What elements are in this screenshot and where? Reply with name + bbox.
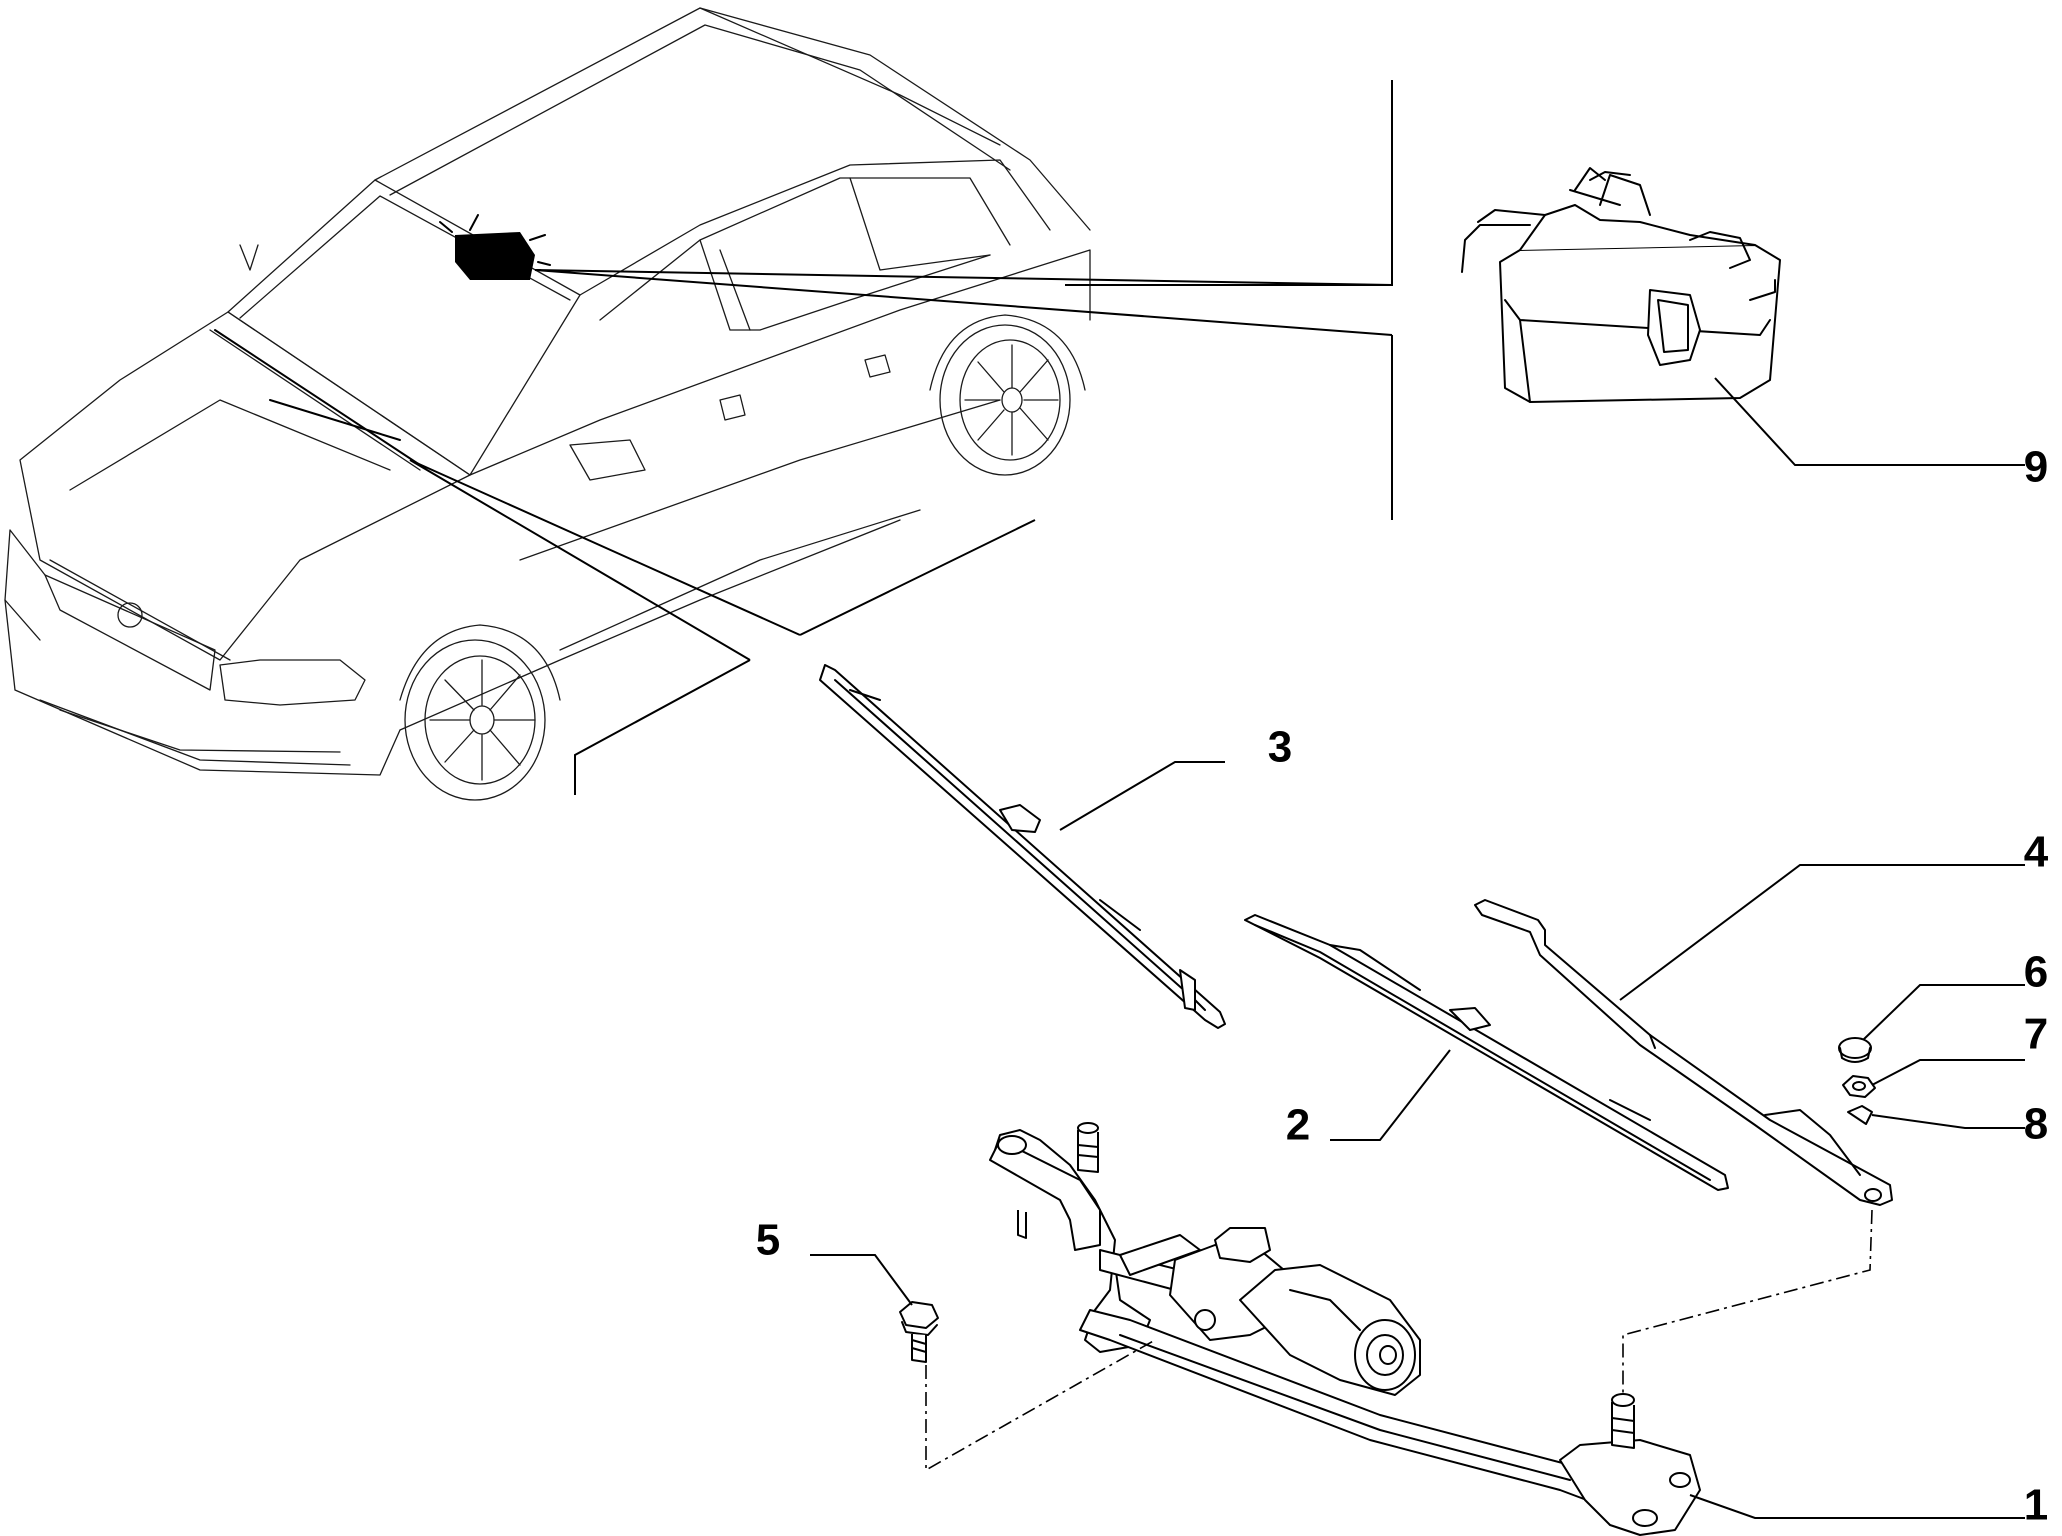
leader-8 (1871, 1114, 2025, 1129)
leader-3 (1059, 761, 1225, 831)
leader-2 (1330, 1049, 1451, 1141)
leader-5 (810, 1254, 913, 1306)
part-8-washer (1847, 1105, 1873, 1125)
callout-9: 9 (2024, 443, 2048, 492)
leader-module (534, 269, 1393, 336)
callout-2: 2 (1286, 1101, 1310, 1150)
callout-1: 1 (2024, 1481, 2048, 1530)
part-3-wiper-blade (819, 664, 1226, 1029)
callout-5: 5 (756, 1216, 780, 1265)
callout-4: 4 (2024, 828, 2049, 877)
part-9-module (1461, 167, 1781, 403)
part-7-nut (1842, 1075, 1876, 1098)
callout-8: 8 (2024, 1100, 2048, 1149)
assembly-line-bolt (925, 1339, 1156, 1472)
leader-6 (1862, 984, 2025, 1041)
car-illustration (4, 7, 1091, 801)
part-4-wiper-arm (1474, 899, 1893, 1206)
rear-wheel (929, 314, 1086, 476)
front-wheel (399, 624, 561, 801)
module-on-car (439, 214, 551, 280)
bracket-wiper (574, 519, 1036, 795)
assembly-line-arm (1622, 1209, 1873, 1395)
callout-3: 3 (1268, 723, 1292, 772)
leader-wiper (409, 459, 801, 661)
leader-4 (1619, 864, 2025, 1001)
bracket-module (1065, 80, 1393, 520)
callout-7: 7 (2024, 1010, 2048, 1059)
part-1-wiper-linkage (989, 1122, 1701, 1536)
part-2-wiper-blade (1244, 914, 1729, 1191)
part-6-cap (1838, 1037, 1872, 1063)
callout-6: 6 (2024, 948, 2048, 997)
leader-7 (1871, 1059, 2025, 1086)
leader-1 (1689, 1494, 2025, 1519)
leader-9 (1714, 377, 2025, 466)
part-5-bolt (899, 1301, 939, 1363)
